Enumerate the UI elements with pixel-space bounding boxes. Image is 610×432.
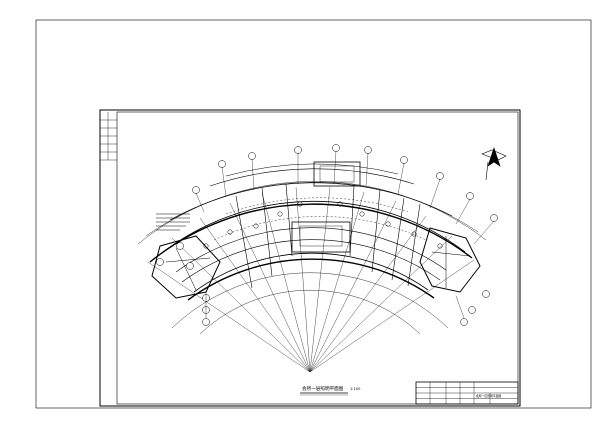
top-band-arc-2	[209, 168, 415, 187]
corridor-arc	[175, 227, 447, 273]
outer-sheet-border	[35, 19, 592, 409]
axis-leaders	[195, 150, 495, 319]
north-arrow-icon	[481, 147, 507, 181]
title-block	[415, 381, 519, 405]
drawing-frame	[99, 109, 521, 407]
outer-wall-arc-2	[157, 200, 466, 257]
top-band-arc-3	[225, 163, 399, 177]
corridor-arc-2	[181, 239, 441, 283]
left-end-block	[151, 235, 221, 299]
top-band-arc	[169, 182, 453, 221]
plan-title: 会所一层照明平面图	[302, 385, 344, 392]
title-block-drawing-name: 会所一层照明平面图	[476, 394, 501, 398]
radial-grid-lines	[147, 186, 475, 373]
plan-scale: 1:100	[350, 387, 361, 391]
center-entrance	[291, 221, 351, 253]
fan-plan	[137, 161, 487, 373]
top-center-block	[313, 161, 361, 187]
right-end-block	[419, 227, 481, 293]
axis-bubbles	[156, 144, 498, 326]
binding-strip	[100, 112, 117, 161]
outer-wall-arc	[149, 203, 473, 263]
inner-wall-arc-2	[193, 252, 429, 293]
outer-grid-arc	[137, 181, 487, 245]
inner-wall-arc	[187, 258, 435, 301]
room-partitions	[235, 183, 421, 289]
light-fixtures	[203, 201, 443, 249]
notes-block	[156, 213, 190, 231]
inner-frame	[116, 111, 519, 405]
dimension-arc-inner	[199, 289, 421, 335]
wiring-runs	[213, 197, 427, 241]
